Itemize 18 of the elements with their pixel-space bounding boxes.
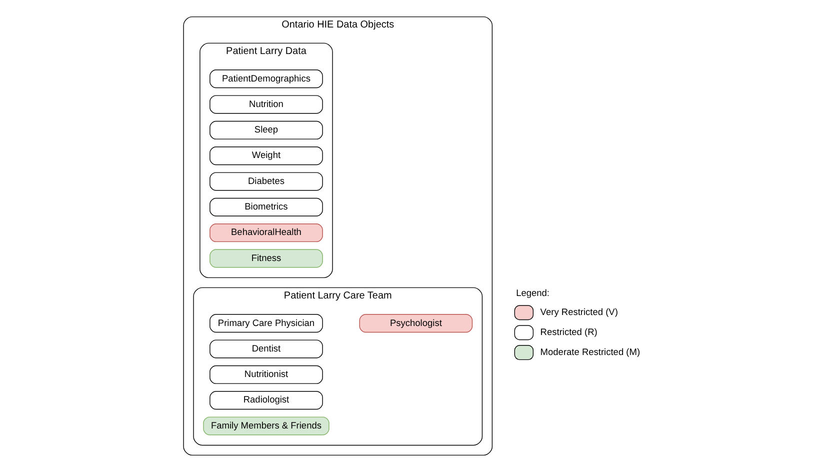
legend-label: Very Restricted (V) bbox=[540, 307, 618, 318]
node-box: Nutrition bbox=[210, 95, 323, 114]
label: Legend: bbox=[516, 288, 550, 298]
node-box: PatientDemographics bbox=[210, 70, 323, 88]
node-box: Psychologist bbox=[359, 314, 473, 333]
legend-label: Restricted (R) bbox=[540, 327, 598, 338]
node-box: Radiologist bbox=[210, 391, 323, 410]
legend-label: Moderate Restricted (M) bbox=[540, 346, 640, 357]
node-box: BehavioralHealth bbox=[210, 224, 323, 242]
node-box: Sleep bbox=[210, 120, 323, 140]
node-box: Diabetes bbox=[210, 172, 323, 191]
node-box: Family Members & Friends bbox=[203, 416, 330, 436]
node-box: Biometrics bbox=[210, 198, 323, 216]
node-box: Fitness bbox=[210, 249, 323, 268]
node-box: Primary Care Physician bbox=[210, 314, 323, 333]
node-box: Weight bbox=[210, 146, 323, 166]
node-box: Nutritionist bbox=[210, 365, 323, 384]
node-box: Dentist bbox=[210, 340, 323, 358]
